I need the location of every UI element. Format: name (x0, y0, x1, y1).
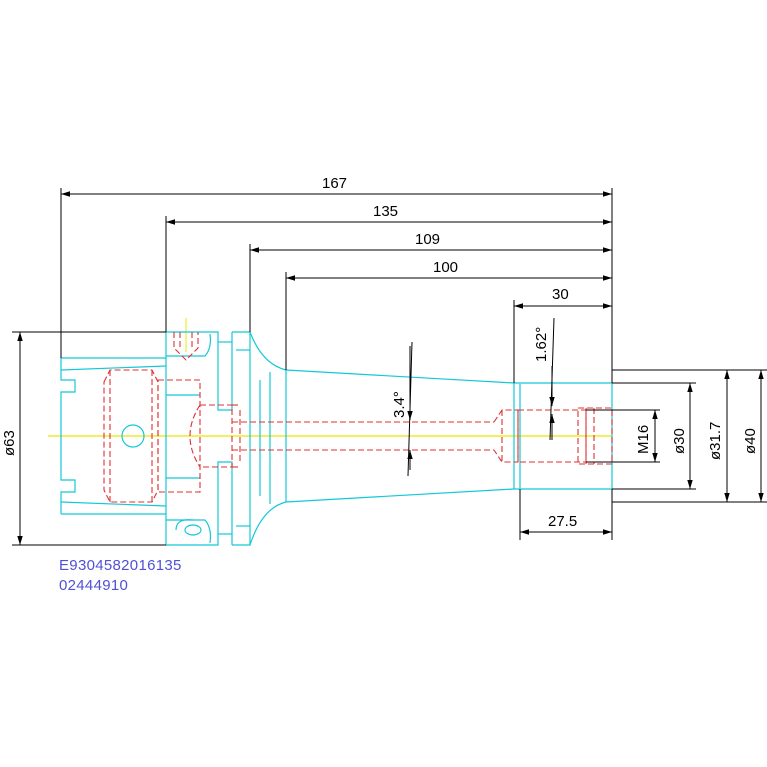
part-code-primary: E9304582016135 (59, 557, 182, 574)
dim-27-5: 27.5 (548, 513, 577, 530)
dim-135: 135 (373, 203, 398, 220)
tool-holder-outline (60, 331, 613, 546)
angle-taper-label: 3.4° (391, 391, 408, 418)
dim-30: 30 (552, 286, 569, 303)
dia-40-label: ø40 (742, 428, 759, 454)
dia-30-label: ø30 (671, 428, 688, 454)
dia-63-label: ø63 (1, 430, 18, 456)
dim-100: 100 (433, 259, 458, 276)
dia-31-7-label: ø31.7 (707, 422, 724, 460)
thread-m16-label: M16 (635, 425, 652, 454)
dimension-arrows (17, 191, 764, 545)
part-code-secondary: 02444910 (59, 577, 129, 594)
dim-109: 109 (415, 231, 440, 248)
dim-overall-length: 167 (322, 175, 347, 192)
dimension-lines (12, 188, 767, 546)
hidden-bore-lines (103, 332, 613, 503)
angle-bore-label: 1.62° (533, 327, 550, 362)
